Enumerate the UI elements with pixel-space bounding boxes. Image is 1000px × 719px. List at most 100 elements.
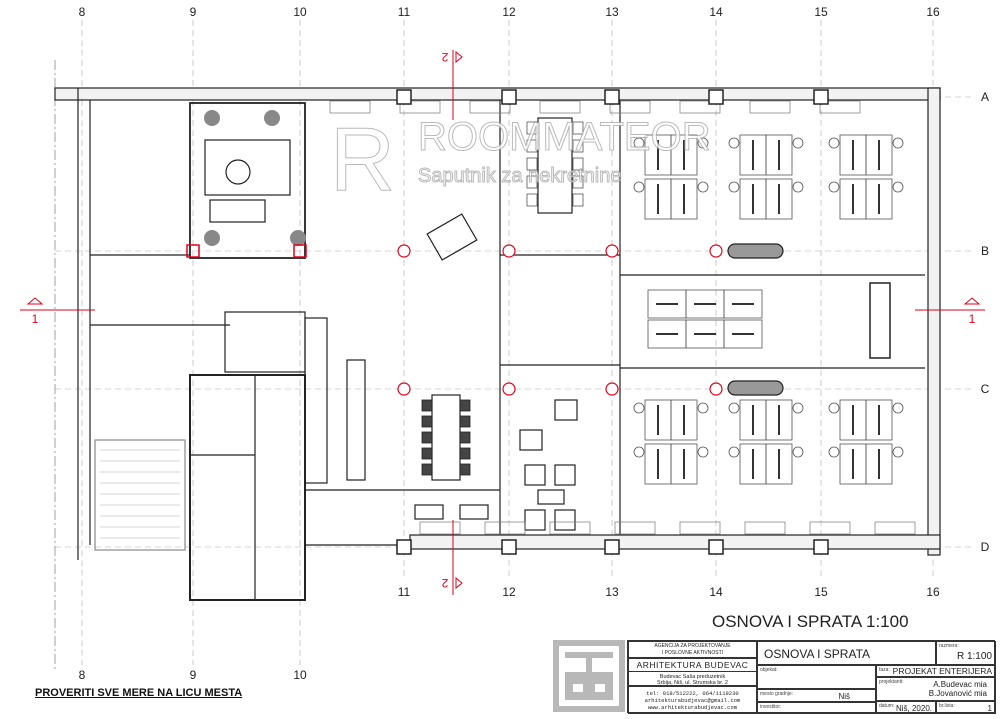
grid-label-bottom-14: 14 (709, 585, 723, 599)
scale-label: razmera: (939, 643, 959, 649)
column-square (293, 244, 307, 258)
watermark-tagline: Saputnik za nekretnine (418, 165, 621, 187)
date-cell: datum: Niš, 2020. (876, 701, 936, 714)
firm-tel: tel: 018/512222, 064/1119230 (646, 690, 739, 697)
desk (670, 443, 698, 485)
chair (572, 193, 584, 207)
grid-label-bottom-16: 16 (926, 585, 940, 599)
radiator (679, 100, 721, 114)
column (396, 89, 412, 105)
plant (204, 230, 220, 246)
diagonal-table (426, 213, 478, 261)
grid-label-top-15: 15 (814, 5, 828, 19)
chair (633, 137, 645, 149)
grid-label-top-13: 13 (605, 5, 619, 19)
place-value: Niš (838, 692, 850, 701)
conference-table (431, 394, 461, 481)
chair (697, 137, 709, 149)
investor-label: investitor: (760, 704, 782, 710)
firm-web: www.arhitekturabudjevac.com (647, 704, 738, 711)
chair (572, 157, 584, 171)
column (708, 89, 724, 105)
desk (670, 178, 698, 220)
column (604, 89, 620, 105)
lounge-chair (554, 509, 576, 531)
lounge-sofa (209, 199, 266, 223)
chair (421, 415, 433, 428)
chair (728, 181, 740, 193)
column (604, 539, 620, 555)
section-arrow (963, 297, 981, 305)
sheet-number-value: 1 (987, 704, 992, 713)
grid-label-D: D (981, 540, 990, 554)
columns (186, 89, 829, 555)
date-value: Niš, 2020. (895, 704, 932, 713)
scale-cell: razmera: R 1:100 (936, 641, 996, 665)
bottom-wall (409, 534, 941, 550)
grid-label-bottom-8: 8 (79, 668, 86, 682)
desk (865, 443, 893, 485)
section-label-1-left: 1 (32, 312, 39, 326)
grid-label-bottom-12: 12 (502, 585, 516, 599)
kitchen-block (224, 311, 306, 373)
chair (633, 181, 645, 193)
column (501, 539, 517, 555)
section-arrow (455, 576, 463, 590)
watermark: R ROOMMATEOR Saputnik za nekretnine (330, 110, 712, 211)
lounge-chair (519, 429, 543, 451)
firm-cell: ARHITEKTURA BUDEVAC Budevac Saša preduze… (628, 658, 757, 686)
watermark-name: ROOMMATEOR (418, 115, 711, 159)
chair (526, 157, 538, 171)
place-cell: mesto gradnje: Niš (757, 689, 876, 702)
grid-label-top-10: 10 (293, 5, 307, 19)
agency-line1: AGENCIJA ZA PROJEKTOVANJE (654, 643, 731, 649)
desk (723, 319, 763, 349)
chair (421, 463, 433, 476)
grid-label-top-12: 12 (502, 5, 516, 19)
right-wall (927, 87, 941, 556)
lounge-chair (554, 464, 576, 486)
column (813, 89, 829, 105)
column (396, 539, 412, 555)
designers-cell: projektanti: A.Budevac mia B.Jovanović m… (876, 677, 996, 701)
column-square (186, 244, 200, 258)
scale-value: R 1:100 (956, 651, 992, 662)
radiator (874, 521, 916, 535)
grid-label-bottom-15: 15 (814, 585, 828, 599)
plant (290, 230, 306, 246)
chair (892, 137, 904, 149)
meeting-table (537, 117, 573, 214)
grid-label-bottom-11: 11 (398, 585, 411, 599)
section-label-2-bottom: 2 (441, 576, 448, 590)
desk (865, 399, 893, 441)
chair (526, 139, 538, 153)
planter (727, 243, 784, 259)
radiator (744, 521, 786, 535)
watermark-letter: R (330, 110, 395, 210)
phase-label: faza: (879, 667, 890, 673)
radiator (399, 100, 441, 114)
agency-line2: I POSLOVNE AKTIVNOSTI (661, 650, 724, 656)
title-block: AGENCIJA ZA PROJEKTOVANJE I POSLOVNE AKT… (627, 640, 996, 714)
chair (697, 181, 709, 193)
radiator (614, 521, 656, 535)
grid-label-top-14: 14 (709, 5, 723, 19)
section-label-2-top: 2 (441, 50, 448, 64)
agency-cell: AGENCIJA ZA PROJEKTOVANJE I POSLOVNE AKT… (628, 641, 757, 658)
chair (459, 431, 471, 444)
chair (697, 402, 709, 414)
section-markers: 1 1 2 2 (20, 50, 985, 595)
planter (727, 380, 784, 396)
bench (459, 504, 489, 520)
lounge-table (225, 159, 251, 185)
chair (828, 446, 840, 458)
radiator (609, 100, 651, 114)
investor-cell: investitor: (757, 702, 876, 714)
lounge-room (189, 102, 306, 259)
chair (526, 121, 538, 135)
desk (865, 178, 893, 220)
column-round (397, 382, 411, 396)
chair (792, 446, 804, 458)
column-round (397, 244, 411, 258)
